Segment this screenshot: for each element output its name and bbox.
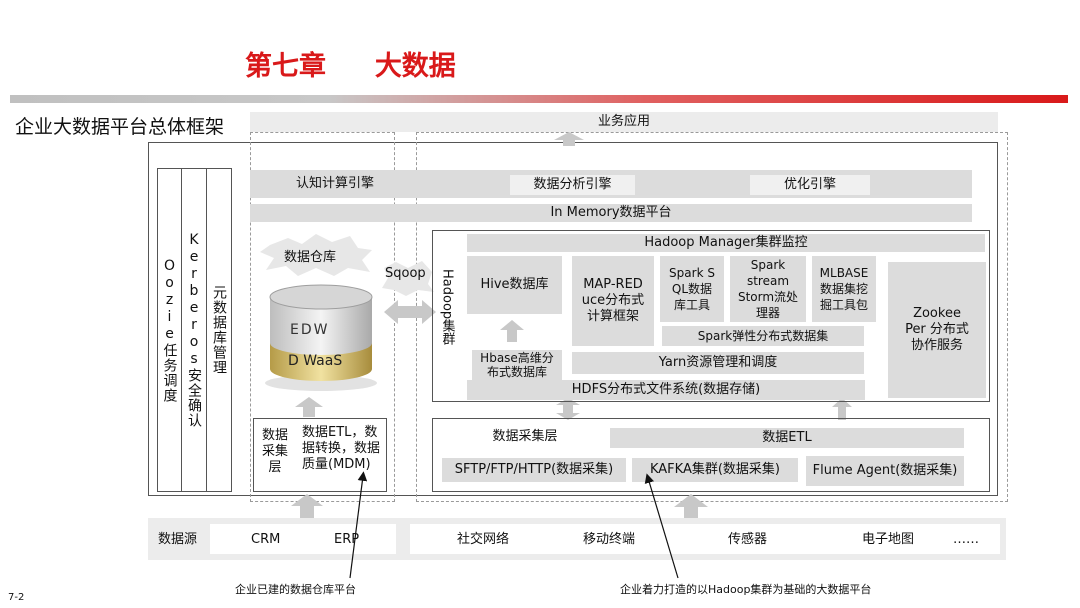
cognitive-engine: 认知计算引擎 bbox=[295, 176, 374, 191]
kerberos-column: Kerberos安全确认 bbox=[182, 168, 207, 492]
source-mobile: 移动终端 bbox=[583, 532, 636, 547]
mlbase-box: MLBASE数据集挖掘工具包 bbox=[812, 256, 876, 322]
metadata-column: 元数据库管理 bbox=[207, 168, 232, 492]
source-sensor: 传感器 bbox=[728, 532, 768, 547]
arrow-up-etl bbox=[295, 397, 323, 417]
warehouse-cloud-icon bbox=[260, 234, 372, 276]
spark-sql-box: Spark SQL数据库工具 bbox=[660, 256, 724, 322]
dwaas-label: D WaaS bbox=[288, 353, 343, 369]
source-crm: CRM bbox=[251, 532, 281, 547]
arrow-up-collect bbox=[832, 398, 852, 420]
flume-box: Flume Agent(数据采集) bbox=[806, 456, 964, 486]
chapter-title: 第七章 大数据 bbox=[245, 44, 456, 83]
kafka-box: KAFKA集群(数据采集) bbox=[632, 458, 798, 482]
note-existing-warehouse: 企业已建的数据仓库平台 bbox=[235, 583, 356, 596]
warehouse-collect-frame bbox=[253, 418, 387, 492]
sqoop-label: Sqoop bbox=[385, 266, 426, 281]
header-rule bbox=[10, 95, 1068, 103]
collect-layer-label: 数据采集层 bbox=[492, 429, 558, 444]
mlbase-label: MLBASE数据集挖掘工具包 bbox=[819, 266, 869, 312]
analysis-engine: 数据分析引擎 bbox=[510, 175, 635, 195]
arrow-up-sources-right bbox=[674, 494, 708, 522]
sqoop-double-arrow bbox=[384, 300, 436, 324]
note-hadoop-platform: 企业着力打造的以Hadoop集群为基础的大数据平台 bbox=[620, 583, 872, 596]
arrow-up-business bbox=[554, 132, 584, 146]
business-app-bar: 业务应用 bbox=[250, 112, 998, 132]
zookeeper-box: Zookee Per 分布式协作服务 bbox=[888, 262, 986, 398]
chapter-name: 大数据 bbox=[374, 51, 456, 82]
warehouse-label: 数据仓库 bbox=[284, 250, 337, 265]
page-subtitle: 企业大数据平台总体框架 bbox=[15, 116, 225, 138]
spark-sql-label: Spark SQL数据库工具 bbox=[669, 266, 715, 312]
hadoop-cluster bbox=[432, 230, 990, 402]
arrow-up-hbase bbox=[500, 320, 524, 342]
collect-frame bbox=[432, 418, 990, 492]
hive-box: Hive数据库 bbox=[467, 256, 562, 314]
edw-label: EDW bbox=[290, 322, 330, 338]
source-group-right bbox=[410, 524, 1000, 554]
page-number: 7-2 bbox=[8, 592, 25, 603]
oozie-column: Oozie任务调度 bbox=[157, 168, 182, 492]
kerberos-label: Kerberos安全确认 bbox=[186, 232, 202, 428]
warehouse-collect-layer: 数据采集层 bbox=[257, 424, 293, 480]
hadoop-label-box: Hadoop集群 bbox=[436, 262, 458, 352]
hadoop-manager: Hadoop Manager集群监控 bbox=[467, 234, 985, 252]
arrow-double-hdfs bbox=[556, 398, 580, 420]
sftp-box: SFTP/FTP/HTTP(数据采集) bbox=[442, 458, 626, 482]
inmemory-platform: In Memory数据平台 bbox=[250, 204, 972, 222]
oozie-label: Oozie任务调度 bbox=[161, 257, 178, 403]
spark-stream-box: Spark stream Storm流处理器 bbox=[730, 256, 806, 322]
database-cylinder-icon bbox=[265, 284, 377, 391]
mapreduce-label: MAP-REDuce分布式计算框架 bbox=[581, 277, 645, 324]
warehouse-collect-label: 数据采集层 bbox=[261, 428, 288, 475]
optimize-engine: 优化引擎 bbox=[750, 175, 870, 195]
collect-etl: 数据ETL bbox=[610, 428, 964, 448]
data-sources-label: 数据源 bbox=[158, 532, 198, 547]
warehouse-etl: 数据ETL，数据转换，数据质量(MDM) bbox=[302, 425, 386, 489]
source-erp: ERP bbox=[334, 532, 360, 547]
hbase-label: Hbase高维分布式数据库 bbox=[480, 351, 554, 379]
flume-label: Flume Agent(数据采集) bbox=[812, 463, 958, 478]
zookeeper-label: Zookee Per 分布式协作服务 bbox=[905, 306, 969, 353]
hadoop-label: Hadoop集群 bbox=[439, 268, 455, 346]
chapter-number: 第七章 bbox=[245, 51, 326, 82]
spark-stream-label: Spark stream Storm流处理器 bbox=[737, 258, 799, 320]
source-map: 电子地图 bbox=[862, 532, 915, 547]
metadata-label: 元数据库管理 bbox=[211, 285, 227, 375]
yarn-box: Yarn资源管理和调度 bbox=[572, 352, 864, 374]
warehouse-etl-label: 数据ETL，数据转换，数据质量(MDM) bbox=[302, 425, 381, 472]
hbase-box: Hbase高维分布式数据库 bbox=[472, 350, 562, 380]
arrow-up-sources-left bbox=[291, 494, 323, 520]
source-social: 社交网络 bbox=[457, 532, 510, 547]
source-more: …… bbox=[953, 532, 979, 547]
source-group-left bbox=[210, 524, 396, 554]
sqoop-cloud-icon bbox=[382, 261, 434, 296]
spark-rdd-box: Spark弹性分布式数据集 bbox=[662, 326, 864, 346]
mapreduce-box: MAP-REDuce分布式计算框架 bbox=[572, 256, 654, 346]
hdfs-box: HDFS分布式文件系统(数据存储) bbox=[467, 380, 865, 400]
